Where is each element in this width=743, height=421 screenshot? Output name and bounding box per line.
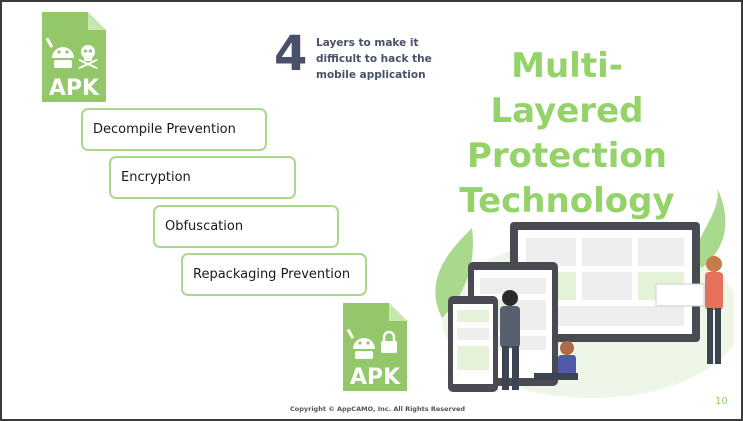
title-line-1: Multi-Layered	[490, 46, 644, 131]
apk-label: APK	[49, 76, 100, 101]
android-bug-icon	[346, 328, 375, 359]
devices-illustration	[435, 188, 734, 398]
apk-file-icon-bottom: APK	[343, 303, 407, 391]
title-line-3: Technology	[459, 181, 675, 221]
page-number: 10	[715, 396, 728, 407]
apk-file-icon-top: APK	[42, 12, 106, 102]
copyright: Copyright © AppCAMO, Inc. All Rights Res…	[290, 405, 466, 413]
layer-repackaging-prevention: Repackaging Prevention	[181, 253, 367, 296]
lock-icon	[381, 330, 397, 353]
layer-obfuscation: Obfuscation	[153, 205, 339, 248]
layer-count: 4	[274, 26, 308, 82]
layer-count-caption: Layers to make it difficult to hack the …	[316, 37, 432, 81]
apk-label: APK	[350, 365, 401, 390]
layer-encryption: Encryption	[109, 156, 296, 199]
title-line-2: Protection	[467, 136, 667, 176]
android-bug-icon	[45, 37, 74, 68]
page-title: Multi-Layered Protection Technology	[442, 44, 692, 224]
layer-decompile-prevention: Decompile Prevention	[81, 108, 267, 151]
skull-icon	[78, 45, 98, 70]
